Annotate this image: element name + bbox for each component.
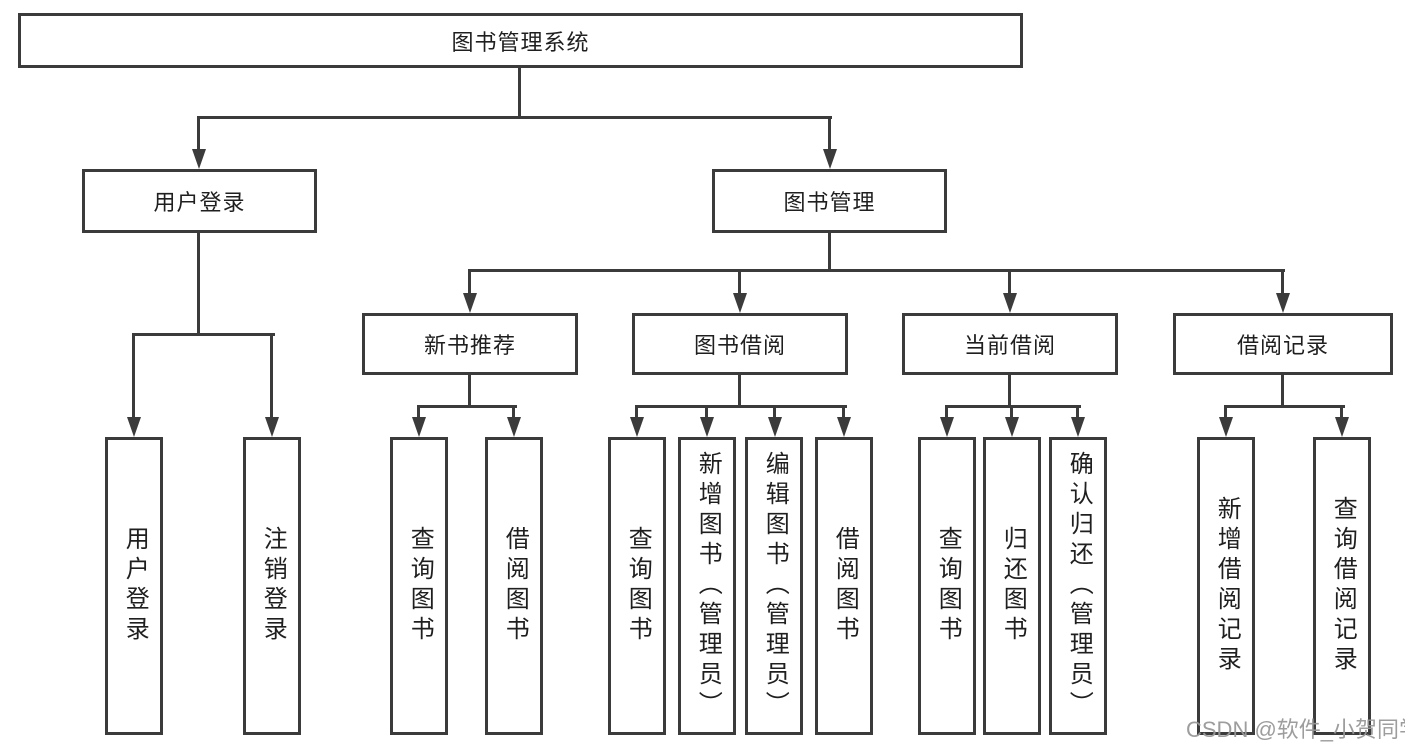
leaf-confirm-return-admin: 确认归还（管理员） — [1049, 437, 1107, 735]
arrowhead — [463, 293, 477, 313]
leaf-query-books-borrow-label: 查询图书 — [624, 526, 652, 646]
node-user-login-label: 用户登录 — [153, 190, 246, 215]
leaf-query-books-recommend: 查询图书 — [390, 437, 448, 735]
arrowhead — [940, 417, 954, 437]
connector-line — [468, 375, 471, 408]
connector-line — [468, 269, 1285, 272]
connector-line — [512, 405, 515, 419]
leaf-user-login: 用户登录 — [105, 437, 163, 735]
arrowhead — [507, 417, 521, 437]
csdn-watermark: CSDN @软件_小贺同学 — [1186, 717, 1405, 742]
connector-line — [1224, 405, 1227, 419]
node-book-borrow: 图书借阅 — [632, 313, 848, 375]
leaf-query-borrow-record-label: 查询借阅记录 — [1329, 496, 1357, 676]
connector-line — [518, 68, 521, 118]
connector-line — [1224, 405, 1345, 408]
leaf-query-books-current: 查询图书 — [918, 437, 976, 735]
connector-line — [197, 233, 200, 336]
arrowhead — [823, 149, 837, 169]
connector-line — [945, 405, 948, 419]
arrowhead — [412, 417, 426, 437]
connector-line — [945, 405, 1081, 408]
arrowhead — [1071, 417, 1085, 437]
node-book-management: 图书管理 — [712, 169, 947, 233]
leaf-add-book-admin-label: 新增图书（管理员） — [694, 451, 722, 721]
leaf-query-borrow-record: 查询借阅记录 — [1313, 437, 1371, 735]
arrowhead — [700, 417, 714, 437]
leaf-user-login-label: 用户登录 — [121, 526, 149, 646]
node-current-borrow: 当前借阅 — [902, 313, 1118, 375]
leaf-add-borrow-record: 新增借阅记录 — [1197, 437, 1255, 735]
leaf-edit-book-admin-label: 编辑图书（管理员） — [761, 451, 789, 721]
node-book-borrow-label: 图书借阅 — [693, 333, 786, 358]
connector-line — [1340, 405, 1343, 419]
leaf-borrow-book-label: 借阅图书 — [831, 526, 859, 646]
node-borrow-records-label: 借阅记录 — [1236, 333, 1329, 358]
leaf-return-book: 归还图书 — [983, 437, 1041, 735]
leaf-logout-login-label: 注销登录 — [259, 526, 287, 646]
connector-line — [1281, 375, 1284, 408]
leaf-logout-login: 注销登录 — [243, 437, 301, 735]
connector-line — [828, 233, 831, 272]
connector-line — [132, 333, 275, 336]
connector-line — [1076, 405, 1079, 419]
leaf-add-book-admin: 新增图书（管理员） — [678, 437, 736, 735]
node-new-book-recommend: 新书推荐 — [362, 313, 578, 375]
arrowhead — [1003, 293, 1017, 313]
node-root-label: 图书管理系统 — [451, 29, 590, 55]
leaf-query-books-current-label: 查询图书 — [934, 526, 962, 646]
arrowhead — [630, 417, 644, 437]
leaf-confirm-return-admin-label: 确认归还（管理员） — [1065, 451, 1093, 721]
connector-line — [1281, 269, 1284, 295]
connector-line — [270, 333, 273, 418]
node-user-login: 用户登录 — [82, 169, 317, 233]
connector-line — [417, 405, 420, 419]
node-new-book-recommend-label: 新书推荐 — [423, 333, 516, 358]
connector-line — [132, 333, 135, 418]
arrowhead — [1005, 417, 1019, 437]
node-borrow-records: 借阅记录 — [1173, 313, 1393, 375]
arrowhead — [837, 417, 851, 437]
leaf-borrow-books-recommend-label: 借阅图书 — [501, 526, 529, 646]
node-current-borrow-label: 当前借阅 — [963, 333, 1056, 358]
arrowhead — [733, 293, 747, 313]
arrowhead — [768, 417, 782, 437]
connector-line — [468, 269, 471, 295]
node-book-management-label: 图书管理 — [783, 190, 876, 215]
connector-line — [1008, 375, 1011, 408]
connector-line — [197, 116, 200, 152]
connector-line — [417, 405, 517, 408]
connector-line — [1008, 269, 1011, 295]
arrowhead — [265, 417, 279, 437]
connector-line — [738, 375, 741, 408]
connector-line — [1010, 405, 1013, 419]
arrowhead — [1276, 293, 1290, 313]
connector-line — [828, 116, 831, 152]
arrowhead — [1219, 417, 1233, 437]
leaf-edit-book-admin: 编辑图书（管理员） — [745, 437, 803, 735]
node-root: 图书管理系统 — [18, 13, 1023, 68]
connector-line — [635, 405, 847, 408]
leaf-borrow-book: 借阅图书 — [815, 437, 873, 735]
leaf-borrow-books-recommend: 借阅图书 — [485, 437, 543, 735]
leaf-add-borrow-record-label: 新增借阅记录 — [1213, 496, 1241, 676]
connector-line — [738, 269, 741, 295]
connector-line — [635, 405, 638, 419]
connector-line — [773, 405, 776, 419]
arrowhead — [1335, 417, 1349, 437]
leaf-return-book-label: 归还图书 — [999, 526, 1027, 646]
leaf-query-books-borrow: 查询图书 — [608, 437, 666, 735]
arrowhead — [127, 417, 141, 437]
leaf-query-books-recommend-label: 查询图书 — [406, 526, 434, 646]
connector-line — [197, 116, 832, 119]
arrowhead — [192, 149, 206, 169]
connector-line — [842, 405, 845, 419]
connector-line — [705, 405, 708, 419]
